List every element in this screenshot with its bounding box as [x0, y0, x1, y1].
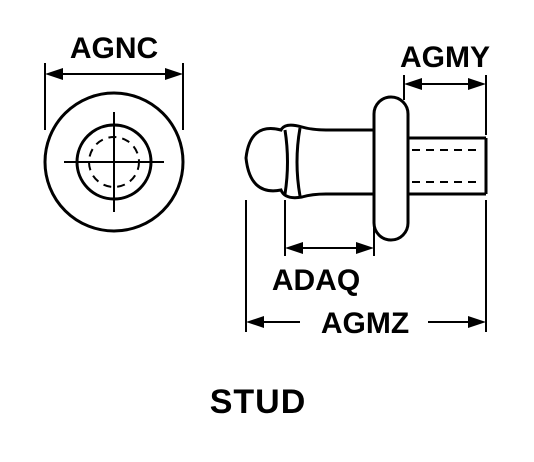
dimension-adaq: ADAQ [272, 200, 375, 297]
agnc-arrow-left [45, 68, 63, 80]
agmy-label: AGMY [400, 41, 490, 74]
stud-neck-groove [283, 129, 289, 195]
stud-flange [372, 95, 410, 242]
agmy-arrow-right [468, 78, 486, 90]
agmz-arrow-left [246, 316, 264, 328]
agmz-arrow-right [468, 316, 486, 328]
agnc-arrow-right [165, 68, 183, 80]
dimension-agnc: AGNC [44, 32, 184, 130]
dimension-agmy: AGMY [400, 41, 490, 135]
stud-neck-curve [295, 127, 302, 197]
agmz-label: AGMZ [321, 307, 409, 340]
dimension-agmz: AGMZ [245, 200, 487, 340]
diagram-title: STUD [210, 383, 307, 421]
adaq-arrow-left [285, 242, 303, 254]
adaq-arrow-right [356, 242, 374, 254]
adaq-label: ADAQ [272, 264, 360, 297]
stud-body-outline [244, 123, 374, 200]
end-view [43, 91, 185, 233]
side-view [244, 95, 488, 242]
agmy-arrow-left [404, 78, 422, 90]
end-view-outer-circle [43, 91, 185, 233]
agnc-label: AGNC [70, 32, 158, 65]
